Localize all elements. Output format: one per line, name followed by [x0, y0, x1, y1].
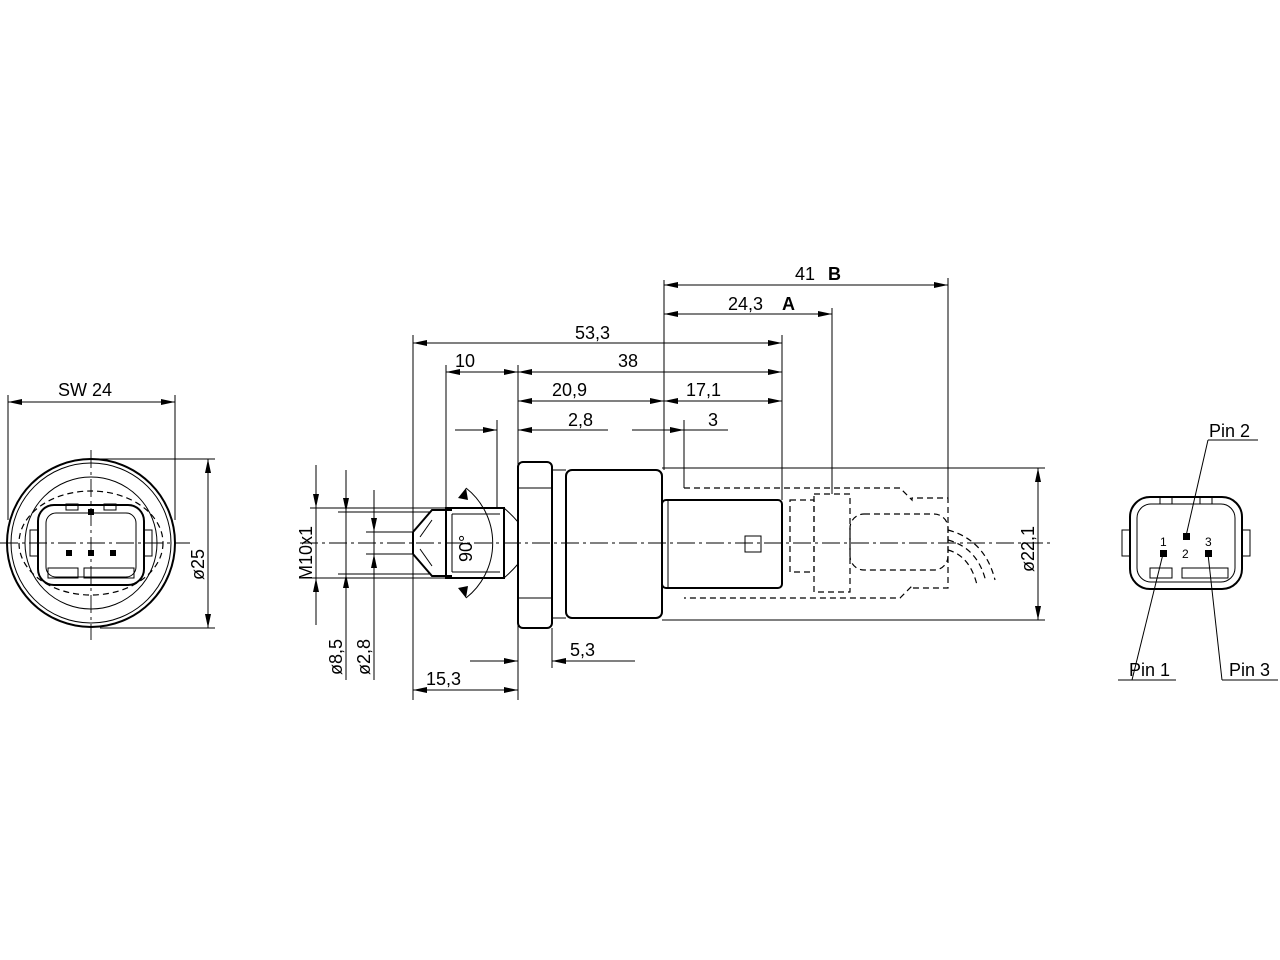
- pin2-number: 2: [1182, 547, 1189, 561]
- dia-8-5: ø8,5: [326, 639, 346, 675]
- pin1-number: 1: [1160, 535, 1167, 549]
- dim-a: A: [782, 294, 795, 314]
- dim-17-1: 17,1: [686, 380, 721, 400]
- connector-view: 1 2 3 Pin 2 Pin 1 Pin 3: [1118, 421, 1278, 681]
- dim-53-3: 53,3: [575, 323, 610, 343]
- dia-22-1: ø22,1: [1018, 526, 1038, 572]
- dia-2-8: ø2,8: [354, 639, 374, 675]
- dim-24-3: 24,3: [728, 294, 763, 314]
- dim-41: 41: [795, 264, 815, 284]
- pin1-label: Pin 1: [1129, 660, 1170, 680]
- dim-3: 3: [708, 410, 718, 430]
- dim-b: B: [828, 264, 841, 284]
- pin3-number: 3: [1205, 535, 1212, 549]
- diameter-25-label: ø25: [188, 549, 208, 580]
- dim-15-3: 15,3: [426, 669, 461, 689]
- front-view: SW 24 ø25: [0, 380, 215, 640]
- pin3-label: Pin 3: [1229, 660, 1270, 680]
- dim-38: 38: [618, 351, 638, 371]
- angle-90: 90°: [456, 535, 476, 562]
- pin2-label: Pin 2: [1209, 421, 1250, 441]
- dim-2-8-top: 2,8: [568, 410, 593, 430]
- side-view: 41 B 24,3 A 53,3 10 38 20,9 17,1: [296, 264, 1050, 700]
- sw-label: SW 24: [58, 380, 112, 400]
- dim-5-3: 5,3: [570, 640, 595, 660]
- dim-20-9: 20,9: [552, 380, 587, 400]
- thread-label: M10x1: [296, 526, 316, 580]
- dim-10: 10: [455, 351, 475, 371]
